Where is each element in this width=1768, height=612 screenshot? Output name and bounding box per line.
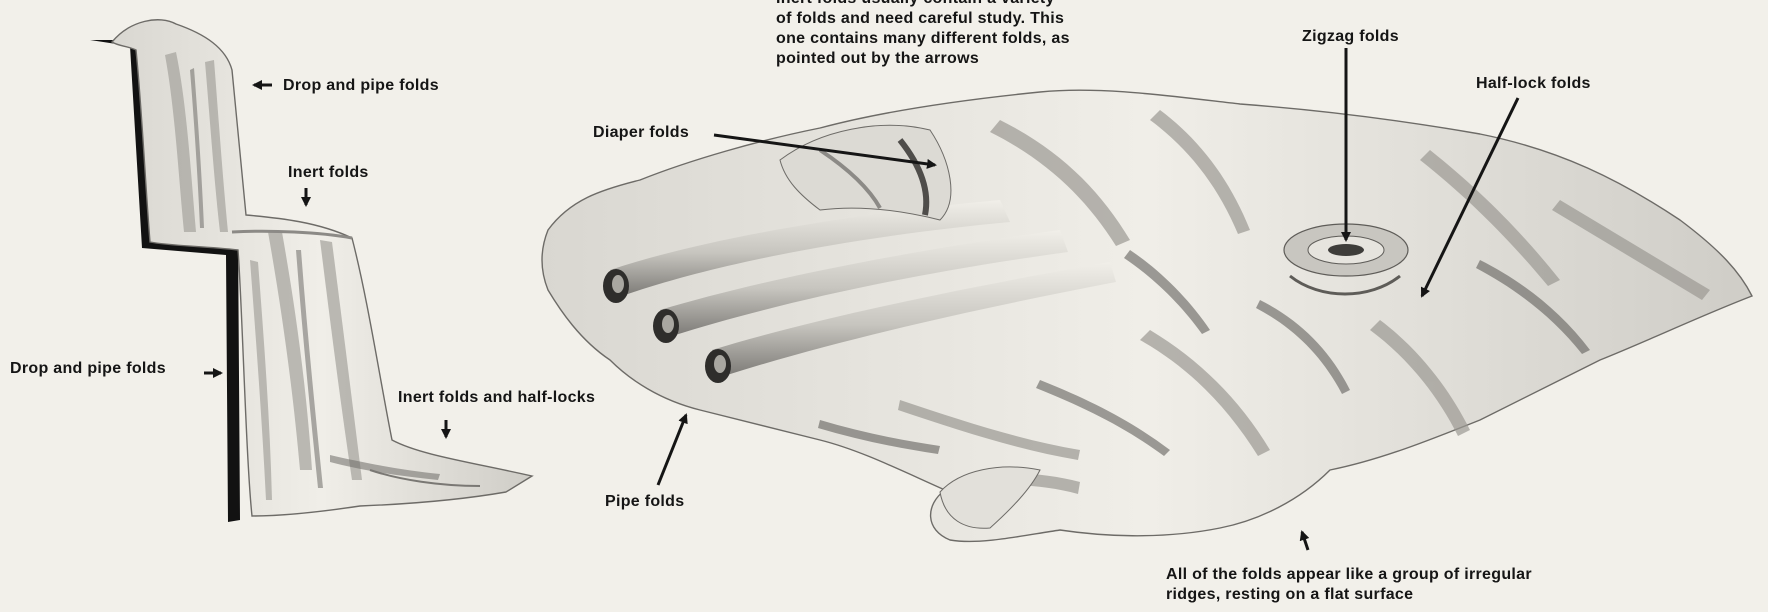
label-half-lock-folds: Half-lock folds: [1476, 74, 1591, 93]
label-inert-half-locks: Inert folds and half-locks: [398, 388, 595, 407]
label-drop-pipe-left: Drop and pipe folds: [10, 359, 166, 378]
intro-note-line-2: of folds and need careful study. This: [776, 9, 1070, 29]
bottom-note-line-1: All of the folds appear like a group of …: [1166, 565, 1532, 585]
intro-note-line-4: pointed out by the arrows: [776, 49, 1070, 69]
cloth-on-surface-drawing: [542, 90, 1752, 541]
intro-note: Inert folds usually contain a variety of…: [776, 0, 1070, 69]
label-zigzag-folds: Zigzag folds: [1302, 27, 1399, 46]
label-drop-pipe-top: Drop and pipe folds: [283, 76, 439, 95]
arrow-all-folds: [1302, 532, 1308, 550]
label-diaper-folds: Diaper folds: [593, 123, 689, 142]
intro-note-line-1: Inert folds usually contain a variety: [776, 0, 1070, 9]
intro-note-line-3: one contains many different folds, as: [776, 29, 1070, 49]
label-pipe-folds: Pipe folds: [605, 492, 684, 511]
bottom-note: All of the folds appear like a group of …: [1166, 565, 1532, 605]
arrow-pipe-folds: [658, 415, 686, 485]
bottom-note-line-2: ridges, resting on a flat surface: [1166, 585, 1532, 605]
label-inert-folds: Inert folds: [288, 163, 369, 182]
